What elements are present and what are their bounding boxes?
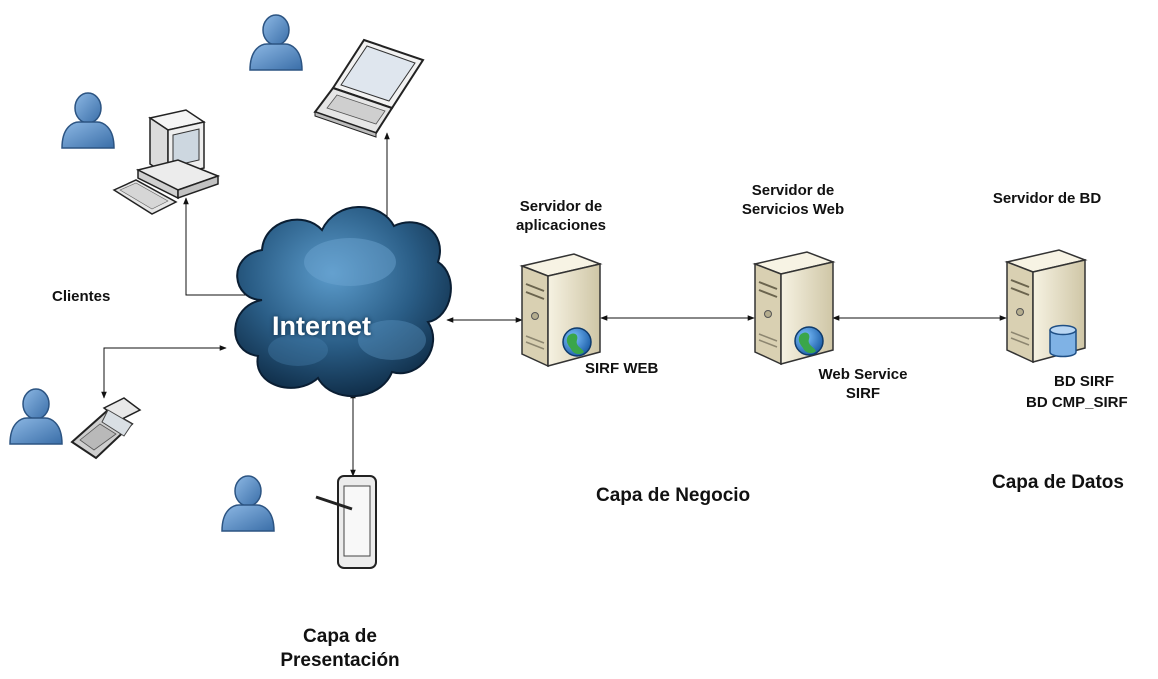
internet-cloud-icon — [234, 206, 452, 398]
connections — [101, 132, 1007, 477]
user-icon — [249, 14, 303, 71]
business-layer-title: Capa de Negocio — [596, 485, 751, 506]
clients-label: Clientes — [52, 288, 111, 305]
user-icon — [221, 475, 275, 532]
db-name-2: BD CMP_SIRF — [1026, 394, 1128, 411]
globe-icon — [794, 326, 824, 356]
db-name-1: BD SIRF — [1054, 373, 1114, 390]
desktop-computer-icon — [112, 109, 221, 215]
ws-server-sublabel: Web Service SIRF — [818, 366, 908, 402]
app-server-sublabel: SIRF WEB — [585, 360, 659, 377]
db-server-title: Servidor de BD — [992, 190, 1102, 207]
internet-label: Internet — [272, 311, 372, 341]
mobile-phone-icon — [70, 397, 142, 460]
database-icon — [1049, 324, 1077, 358]
desktop-internet-link — [183, 197, 256, 298]
tablet-icon — [315, 475, 377, 569]
phone-internet-link — [101, 345, 227, 399]
globe-icon — [562, 327, 592, 357]
presentation-layer-title: Capa de Presentación — [280, 626, 400, 671]
ws-server-title: Servidor de Servicios Web — [741, 182, 845, 218]
laptop-icon — [313, 38, 425, 138]
user-icon — [9, 388, 63, 445]
data-layer-title: Capa de Datos — [992, 472, 1124, 493]
user-icon — [61, 92, 115, 149]
app-server-title: Servidor de aplicaciones — [515, 198, 607, 234]
